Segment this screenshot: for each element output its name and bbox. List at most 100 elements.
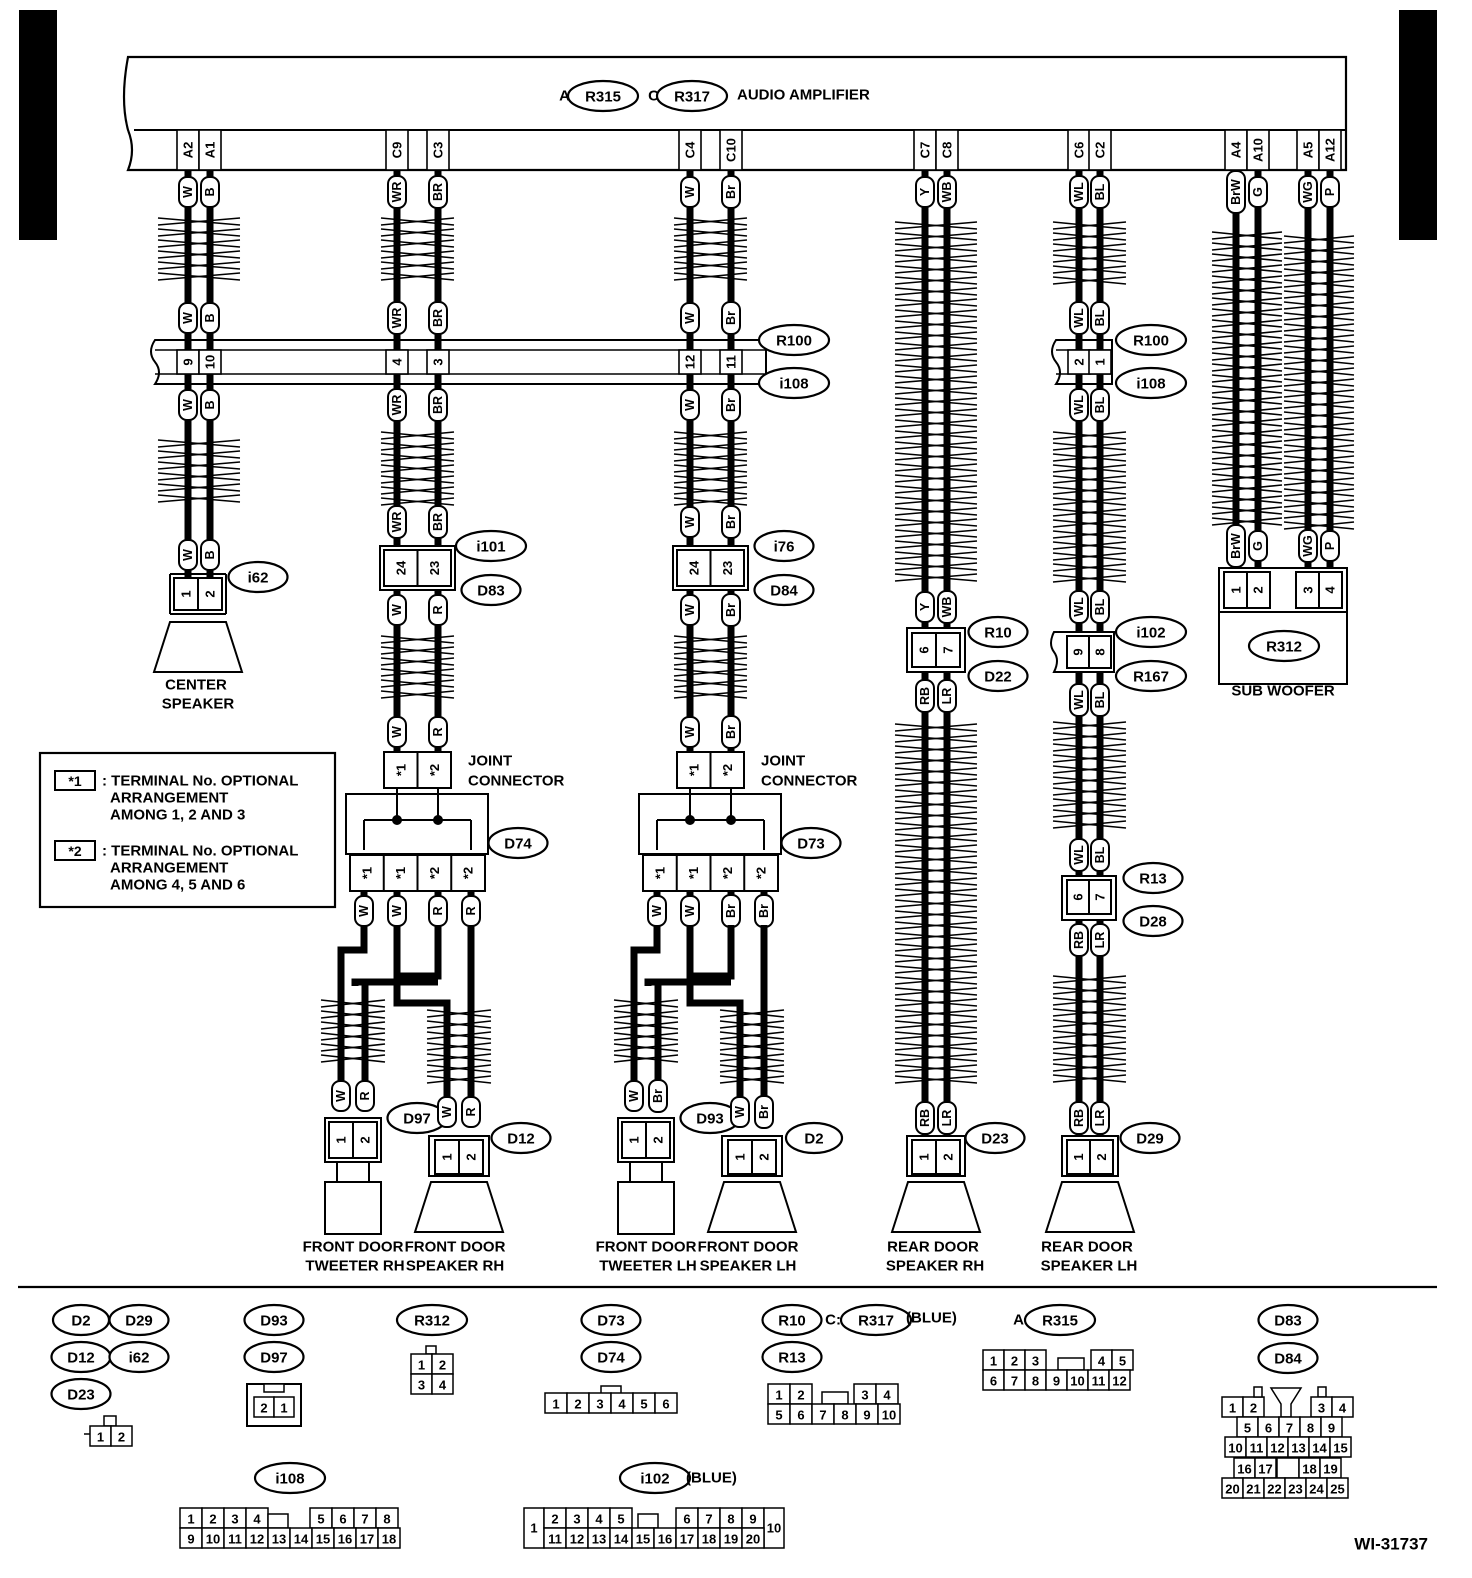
face-pin: 2	[574, 1397, 581, 1412]
twist-line	[426, 1009, 492, 1018]
wire-color-label: Br	[721, 593, 741, 627]
twist-line	[1052, 754, 1127, 763]
connector-id	[108, 1340, 170, 1374]
twist-line	[719, 1020, 785, 1029]
face-pin: 6	[683, 1512, 690, 1527]
twist-line	[380, 272, 455, 281]
wire-color-pill	[428, 175, 448, 209]
face-pin: 1	[990, 1354, 997, 1369]
twist-line	[894, 767, 978, 776]
wire	[393, 976, 451, 1108]
twist-line	[1052, 530, 1127, 539]
twist-line	[157, 250, 241, 259]
wire-color-label: BL	[1090, 388, 1110, 422]
face-latch	[1253, 1386, 1263, 1398]
wire-color-pill	[1069, 838, 1089, 872]
face-latch	[1317, 1386, 1327, 1398]
connector-id	[243, 1303, 305, 1337]
hub-pin-cell	[1088, 349, 1112, 375]
face-pin: 4	[439, 1378, 447, 1393]
twist-line	[1052, 519, 1127, 528]
wire-color-label: Br	[721, 505, 741, 539]
twist-line	[1052, 975, 1127, 984]
face-pin: 9	[1328, 1421, 1335, 1436]
pin-number: 2	[464, 1153, 479, 1160]
speaker-icon	[706, 1181, 798, 1233]
pin-number: 1	[917, 1153, 932, 1160]
connector-id-text: D73	[797, 836, 825, 853]
twist-line	[157, 483, 241, 492]
connector-id-text: R13	[778, 1350, 806, 1367]
speaker-icon	[413, 1181, 505, 1233]
wire-color-text: W	[683, 186, 697, 198]
twist-line	[1211, 429, 1283, 438]
amp-pin-text: C10	[724, 138, 739, 162]
wire-color-text: WL	[1072, 690, 1086, 710]
speaker-name: REAR DOOR	[887, 1239, 979, 1256]
face-pin: 7	[361, 1512, 368, 1527]
connector-id	[1257, 1341, 1319, 1375]
wire-color-pill	[428, 388, 448, 422]
twisted-pair	[380, 635, 455, 699]
wire-color-text: WR	[390, 182, 404, 203]
twist-line	[1211, 506, 1283, 515]
twist-line	[894, 551, 978, 560]
twist-line	[1283, 334, 1355, 343]
twist-line	[894, 463, 978, 472]
wire-color-label: WG	[1298, 175, 1318, 209]
face-pin: 16	[338, 1532, 352, 1547]
face-pin: 1	[1229, 1401, 1236, 1416]
twist-line	[673, 679, 748, 688]
wire-color-text: B	[203, 313, 217, 322]
wire-color-label: BR	[428, 175, 448, 209]
amp-c-id	[655, 79, 729, 113]
wire-color-pill	[680, 176, 700, 208]
wire-color-label: Br	[648, 1079, 668, 1113]
face-pin: 5	[775, 1408, 782, 1423]
twist-line	[426, 1042, 492, 1051]
twist-line	[1052, 1008, 1127, 1017]
wire-color-label: W	[178, 389, 198, 421]
amp-pin-text: C2	[1093, 142, 1108, 159]
wire-color-label: Br	[721, 175, 741, 209]
pin-box: *1*2	[383, 751, 452, 789]
twist-line	[1283, 488, 1355, 497]
wire-color-label: Br	[721, 301, 741, 335]
twist-line	[426, 1031, 492, 1040]
face-pin: 6	[797, 1408, 804, 1423]
twist-line	[894, 254, 978, 263]
twist-line	[673, 690, 748, 699]
twist-line	[380, 690, 455, 699]
face-pin: 1	[418, 1358, 425, 1373]
connector-id-text: D29	[1136, 1131, 1164, 1148]
twist-line	[894, 723, 978, 732]
wire-color-label: G	[1248, 530, 1268, 562]
twisted-pair	[1283, 235, 1355, 530]
wire-color-text: WR	[390, 512, 404, 533]
wire-color-pill	[721, 593, 741, 627]
twisted-pair	[320, 999, 386, 1063]
face-pin: 24	[1309, 1482, 1324, 1497]
wire-color-label: WL	[1069, 301, 1089, 335]
connector-id	[454, 529, 528, 563]
wire-color-pill	[200, 389, 220, 421]
face-note: (BLUE)	[906, 1310, 957, 1327]
pin-number: *2	[461, 867, 476, 879]
twist-line	[894, 243, 978, 252]
face-pin: 6	[1265, 1421, 1272, 1436]
hub-frame	[150, 339, 767, 385]
twist-line	[157, 450, 241, 459]
face-pin: 8	[383, 1512, 390, 1527]
face-pin: 9	[187, 1532, 194, 1547]
wire-color-text: WL	[1072, 395, 1086, 415]
twist-line	[380, 217, 455, 226]
twist-line	[1052, 765, 1127, 774]
wire-color-text: WL	[1072, 845, 1086, 865]
connector-id	[1247, 629, 1321, 663]
wire-color-label: Br	[754, 1095, 774, 1129]
wire-color-text: Br	[724, 515, 738, 529]
wire-color-text: R	[431, 906, 445, 915]
wire-color-label: LR	[1090, 1101, 1110, 1135]
